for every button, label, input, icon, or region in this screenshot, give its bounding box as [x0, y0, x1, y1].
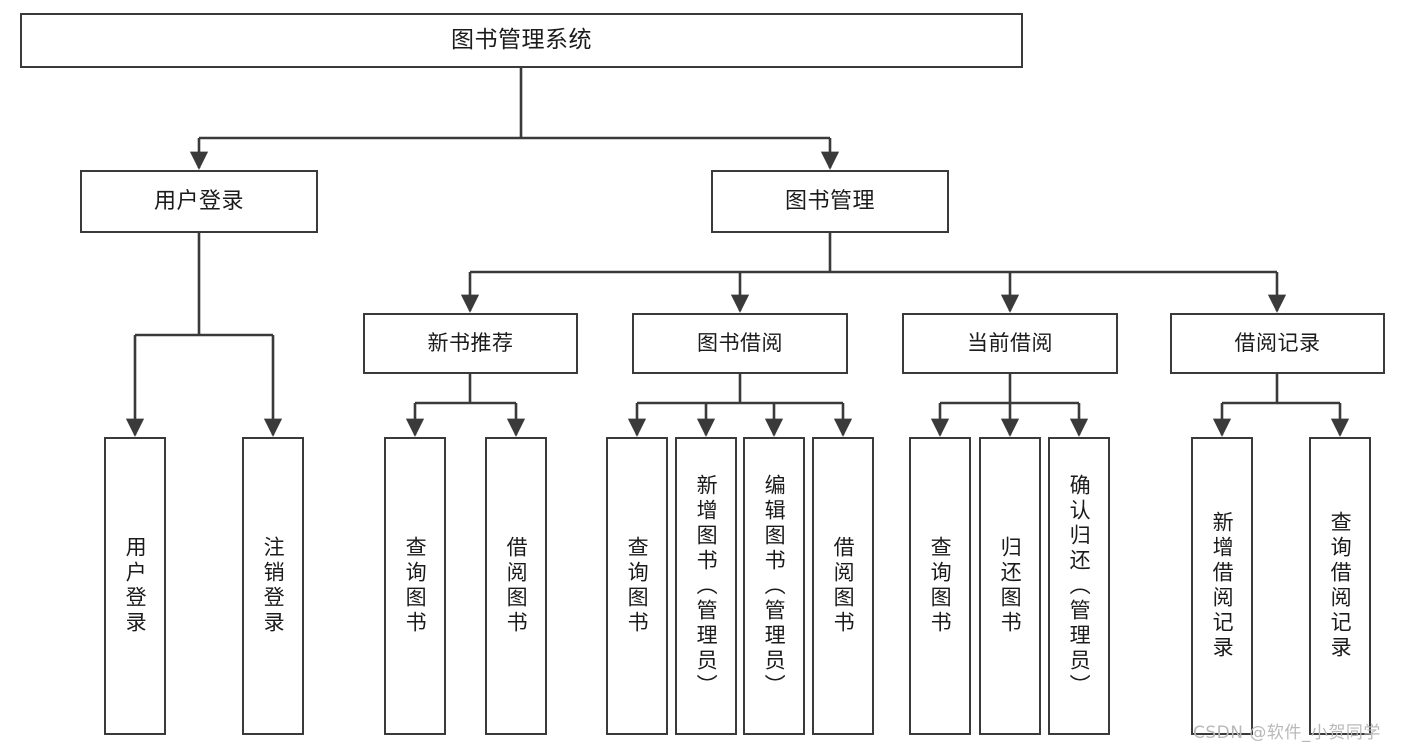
node-label: 用户登录 — [123, 536, 148, 636]
node-root-book-management-system[interactable]: 图书管理系统 — [20, 13, 1023, 68]
node-book-borrowing[interactable]: 图书借阅 — [632, 313, 848, 374]
node-label: 新书推荐 — [427, 331, 514, 356]
node-book-management[interactable]: 图书管理 — [711, 170, 949, 233]
node-current-borrowing[interactable]: 当前借阅 — [902, 313, 1118, 374]
node-label: 图书管理 — [784, 188, 875, 214]
node-leaf-borrow-book[interactable]: 借阅图书 — [812, 437, 874, 735]
node-label: 查询借阅记录 — [1328, 511, 1353, 661]
node-leaf-add-book-admin[interactable]: 新增图书（管理员） — [675, 437, 737, 735]
node-leaf-borrow-book-newbook[interactable]: 借阅图书 — [485, 437, 547, 735]
node-leaf-query-book-borrow[interactable]: 查询图书 — [606, 437, 668, 735]
node-leaf-query-book-newbook[interactable]: 查询图书 — [384, 437, 446, 735]
node-leaf-return-book[interactable]: 归还图书 — [979, 437, 1041, 735]
node-label: 归还图书 — [998, 536, 1023, 636]
node-user-login[interactable]: 用户登录 — [80, 170, 318, 233]
node-leaf-add-borrow-record[interactable]: 新增借阅记录 — [1191, 437, 1253, 735]
node-leaf-query-borrow-record[interactable]: 查询借阅记录 — [1309, 437, 1371, 735]
node-label: 用户登录 — [153, 188, 244, 214]
node-leaf-query-book-current[interactable]: 查询图书 — [909, 437, 971, 735]
node-label: 查询图书 — [928, 536, 953, 636]
node-label: 借阅记录 — [1234, 331, 1321, 356]
node-label: 新增图书（管理员） — [694, 473, 719, 699]
node-leaf-logout[interactable]: 注销登录 — [242, 437, 304, 735]
node-label: 查询图书 — [625, 536, 650, 636]
node-label: 查询图书 — [403, 536, 428, 636]
node-borrow-records[interactable]: 借阅记录 — [1170, 313, 1385, 374]
csdn-watermark: CSDN @软件_小贺同学 — [1193, 723, 1381, 743]
node-leaf-confirm-return-admin[interactable]: 确认归还（管理员） — [1048, 437, 1110, 735]
node-label: 借阅图书 — [831, 536, 856, 636]
node-new-book-recommendation[interactable]: 新书推荐 — [363, 313, 578, 374]
node-label: 编辑图书（管理员） — [762, 473, 787, 699]
node-label: 新增借阅记录 — [1210, 511, 1235, 661]
node-leaf-user-login[interactable]: 用户登录 — [104, 437, 166, 735]
node-label: 借阅图书 — [504, 536, 529, 636]
node-label: 注销登录 — [261, 536, 286, 636]
node-label: 确认归还（管理员） — [1067, 473, 1092, 699]
node-label: 图书借阅 — [697, 331, 783, 356]
node-leaf-edit-book-admin[interactable]: 编辑图书（管理员） — [743, 437, 805, 735]
node-label: 当前借阅 — [967, 331, 1053, 356]
node-label: 图书管理系统 — [451, 27, 592, 54]
